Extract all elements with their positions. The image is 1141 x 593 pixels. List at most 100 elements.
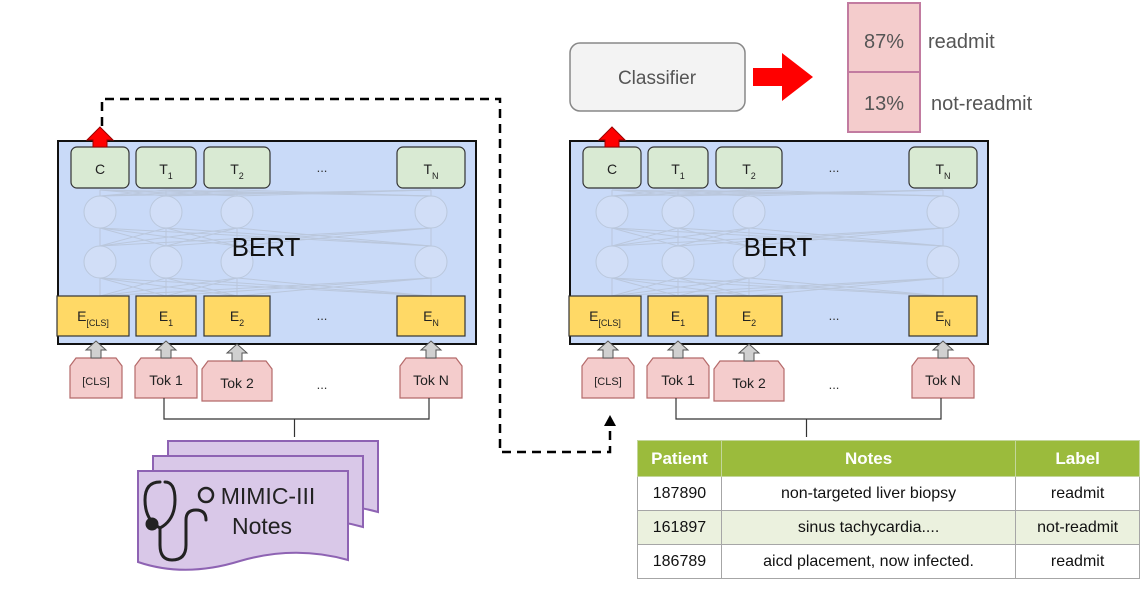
- output-token-label: T2: [230, 161, 244, 181]
- input-token-box: [713, 360, 785, 402]
- input-token-label: Tok N: [925, 372, 961, 388]
- embedding-box: [568, 295, 642, 337]
- input-token-label: Tok 2: [220, 375, 254, 391]
- table-cell-label: not-readmit: [1015, 510, 1140, 545]
- table-row: 187890 non-targeted liver biopsy readmit: [637, 476, 1140, 511]
- output-token-label: C: [95, 161, 105, 177]
- hidden-edge: [99, 227, 167, 247]
- embedding-label: EN: [423, 308, 439, 328]
- hidden-node: [414, 195, 448, 229]
- input-token-box: [134, 357, 198, 399]
- output-token-box: [135, 146, 197, 189]
- output-token-box: [647, 146, 709, 189]
- table-cell-patient: 186789: [637, 544, 722, 579]
- table-row: 186789 aicd placement, now infected. rea…: [637, 544, 1140, 579]
- input-token-label: [CLS]: [594, 376, 622, 388]
- hidden-edge: [99, 189, 167, 197]
- hidden-edge: [611, 277, 679, 297]
- input-token-box: [581, 357, 635, 399]
- table-row: 161897 sinus tachycardia.... not-readmit: [637, 510, 1140, 545]
- embedding-label: E2: [230, 308, 244, 328]
- table-cell-notes: non-targeted liver biopsy: [720, 476, 1017, 511]
- table-cell-label: readmit: [1015, 544, 1140, 579]
- hidden-edge: [99, 277, 238, 297]
- hidden-edge: [677, 227, 944, 247]
- output-token-box: [396, 146, 466, 189]
- hidden-node: [732, 195, 766, 229]
- document-title-line2: Notes: [232, 513, 292, 539]
- hidden-edge: [611, 227, 750, 247]
- token-bracket: [675, 398, 942, 437]
- hidden-node: [661, 245, 695, 279]
- output-token-label: TN: [423, 161, 438, 181]
- embedding-ellipsis: ...: [317, 308, 328, 323]
- hidden-edge: [99, 227, 432, 247]
- input-token-label: Tok 2: [732, 375, 766, 391]
- output-token-label: T1: [671, 161, 685, 181]
- hidden-edge: [611, 277, 944, 297]
- output-token-box: [908, 146, 978, 189]
- output-token-label: T2: [742, 161, 756, 181]
- embedding-ellipsis: ...: [829, 308, 840, 323]
- embedding-label: E2: [742, 308, 756, 328]
- grey-up-arrow-icon: [154, 340, 178, 359]
- output-token-box: [715, 146, 783, 189]
- hidden-network: [595, 189, 960, 297]
- embedding-label: E1: [671, 308, 685, 328]
- bert-title: BERT: [744, 232, 813, 262]
- hidden-edge: [99, 277, 167, 297]
- prediction-cell-0: [847, 2, 921, 73]
- hidden-node: [926, 195, 960, 229]
- input-token-label: Tok 1: [661, 372, 695, 388]
- hidden-edge: [99, 277, 432, 297]
- hidden-node: [83, 245, 117, 279]
- embedding-box: [647, 295, 709, 337]
- hidden-edge: [748, 277, 944, 297]
- hidden-edge: [165, 277, 432, 297]
- notes-table: Patient Notes Label 187890 non-targeted …: [637, 440, 1140, 579]
- input-token-label: [CLS]: [82, 376, 110, 388]
- hidden-edge: [611, 189, 679, 197]
- bert-title: BERT: [232, 232, 301, 262]
- grey-up-arrow-icon: [931, 340, 955, 359]
- table-header-row: Patient Notes Label: [637, 440, 1140, 477]
- input-token-box: [646, 357, 710, 399]
- embedding-label: EN: [935, 308, 951, 328]
- hidden-node: [595, 245, 629, 279]
- hidden-edge: [165, 277, 238, 297]
- grey-up-arrow-icon: [419, 340, 443, 359]
- output-token-label: T1: [159, 161, 173, 181]
- hidden-edge: [99, 189, 238, 197]
- embedding-box: [908, 295, 978, 337]
- stethoscope-icon: [143, 480, 215, 562]
- hidden-node: [83, 195, 117, 229]
- embedding-box: [715, 295, 783, 337]
- hidden-edge: [611, 189, 750, 197]
- table-header-notes: Notes: [720, 440, 1017, 477]
- red-arrow-icon: [753, 53, 813, 101]
- grey-up-arrow-icon: [596, 340, 620, 359]
- embedding-label: E[CLS]: [77, 308, 109, 328]
- mimic-notes-document-stack: [137, 440, 379, 571]
- input-token-label: Tok 1: [149, 372, 183, 388]
- prediction-label-1: not-readmit: [931, 93, 1033, 115]
- output-ellipsis: ...: [829, 160, 840, 175]
- red-up-arrow-icon: [597, 126, 627, 148]
- embedding-label: E[CLS]: [589, 308, 621, 328]
- hidden-node: [220, 195, 254, 229]
- hidden-network: [83, 189, 448, 297]
- red-up-arrow-icon: [85, 126, 115, 148]
- dashed-connector: [100, 97, 612, 454]
- hidden-edge: [165, 227, 238, 247]
- prediction-value-1: 13%: [864, 93, 904, 115]
- prediction-cell-1: [847, 71, 921, 133]
- input-token-box: [911, 357, 975, 399]
- hidden-edge: [677, 277, 944, 297]
- grey-up-arrow-icon: [737, 343, 761, 362]
- table-header-patient: Patient: [637, 440, 722, 477]
- input-token-box: [399, 357, 463, 399]
- grey-up-arrow-icon: [84, 340, 108, 359]
- hidden-edge: [99, 227, 238, 247]
- input-token-label: Tok N: [413, 372, 449, 388]
